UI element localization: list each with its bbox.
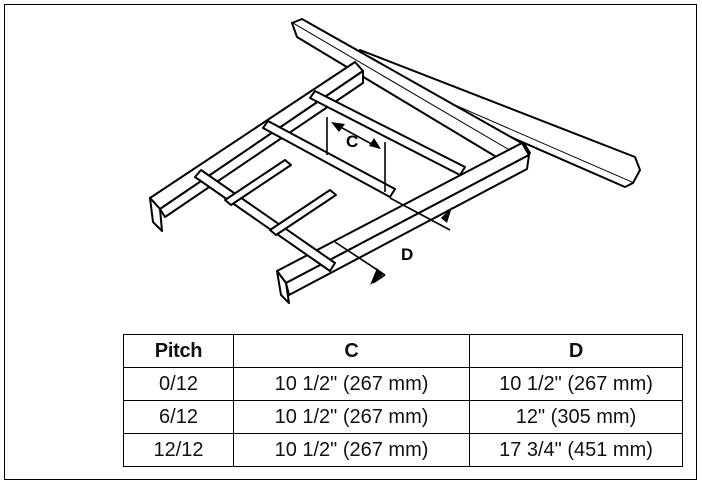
table-row: 0/12 10 1/2" (267 mm) 10 1/2" (267 mm): [123, 367, 683, 401]
figure-frame: C D Pitch C D 0/12 10 1/2" (267 mm) 10 1…: [4, 4, 697, 480]
table-header-row: Pitch C D: [123, 334, 683, 368]
pitch-dimension-table: Pitch C D 0/12 10 1/2" (267 mm) 10 1/2" …: [123, 334, 683, 467]
table-row: 6/12 10 1/2" (267 mm) 12" (305 mm): [123, 400, 683, 434]
cell-pitch: 12/12: [123, 433, 234, 467]
joist-1: [194, 169, 336, 272]
joist-2: [262, 120, 396, 198]
blocking-2: [269, 189, 337, 236]
table-row: 12/12 10 1/2" (267 mm) 17 3/4" (451 mm): [123, 433, 683, 467]
cell-pitch: 6/12: [123, 400, 234, 434]
cell-c: 10 1/2" (267 mm): [233, 400, 470, 434]
dimension-c-label: C: [346, 132, 358, 151]
dimension-d-label: D: [401, 245, 413, 264]
header-c: C: [233, 334, 470, 368]
header-pitch: Pitch: [123, 334, 234, 368]
cell-c: 10 1/2" (267 mm): [233, 433, 470, 467]
header-d: D: [469, 334, 683, 368]
blocking-1: [224, 159, 292, 206]
cell-d: 10 1/2" (267 mm): [469, 367, 683, 401]
cell-pitch: 0/12: [123, 367, 234, 401]
cell-d: 12" (305 mm): [469, 400, 683, 434]
framing-diagram: C D: [149, 18, 641, 304]
cell-d: 17 3/4" (451 mm): [469, 433, 683, 467]
cell-c: 10 1/2" (267 mm): [233, 367, 470, 401]
joist-3: [309, 90, 466, 176]
